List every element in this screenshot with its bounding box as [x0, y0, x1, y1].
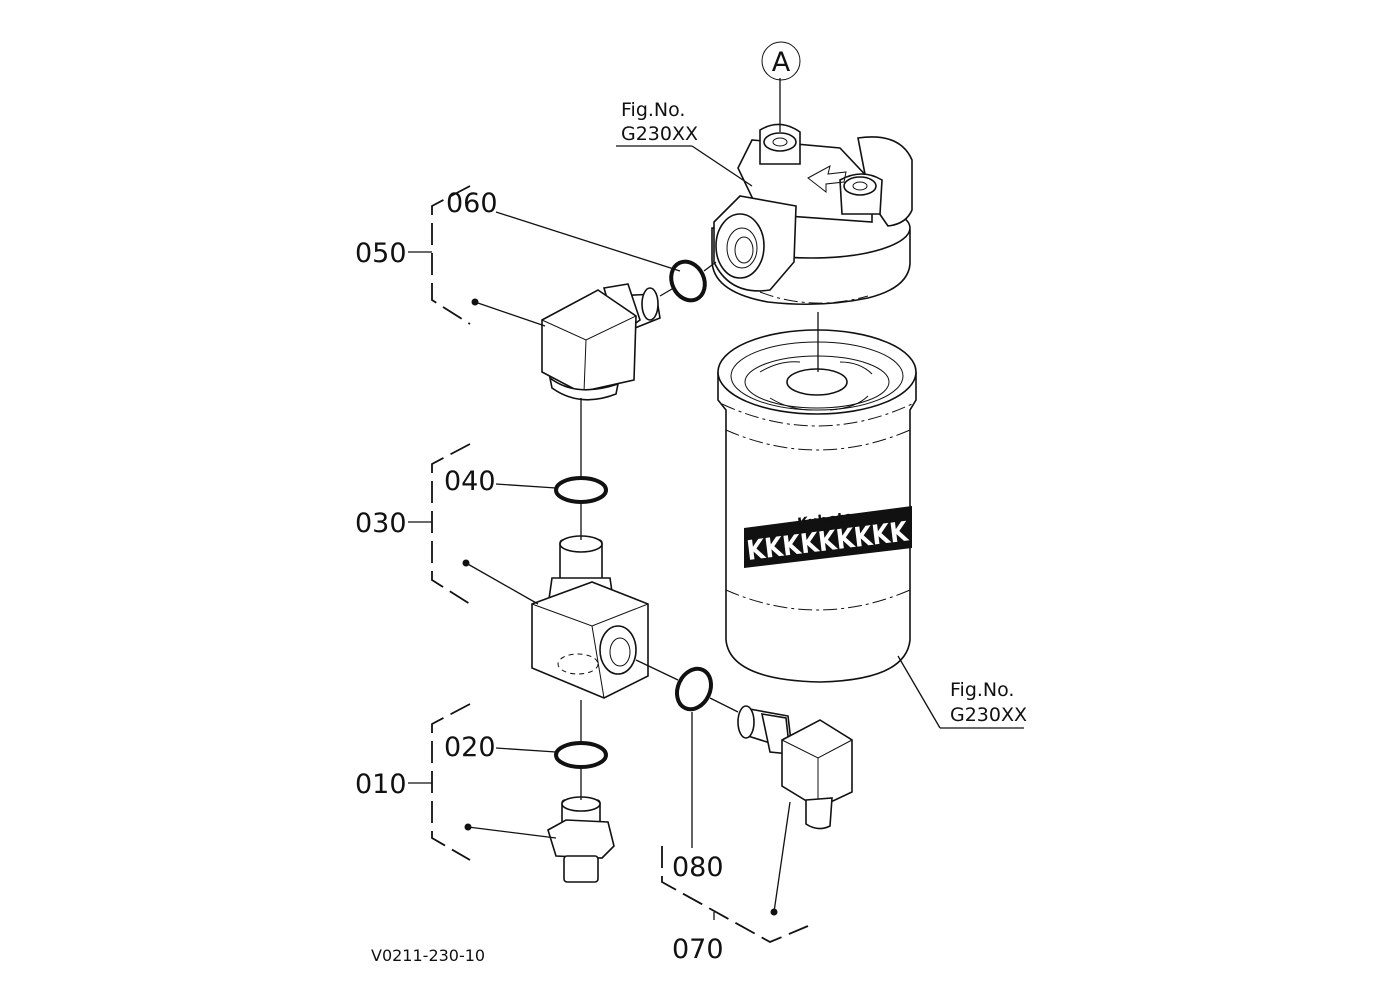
callout-a-circle — [761, 41, 801, 81]
part-label-050: 050 — [355, 238, 407, 269]
o-ring-040 — [554, 476, 608, 504]
elbow-fitting-070 — [737, 705, 853, 830]
part-label-020: 020 — [444, 732, 496, 763]
filter-brand-label: Kubota — [797, 509, 855, 532]
figure-code: V0211-230-10 — [371, 946, 485, 965]
fig-ref-bottom-line1: Fig.No. — [950, 679, 1014, 701]
part-label-030: 030 — [355, 508, 407, 539]
callout-a-label: A — [772, 47, 791, 78]
part-label-080: 080 — [672, 852, 724, 883]
part-label-060: 060 — [446, 188, 498, 219]
o-ring-020 — [554, 741, 608, 769]
elbow-fitting-050 — [541, 283, 661, 401]
o-ring-080 — [674, 666, 714, 712]
bracket-070 — [661, 846, 809, 943]
o-ring-060 — [669, 259, 707, 303]
bracket-010 — [431, 703, 471, 861]
fig-ref-top-line2: G230XX — [621, 123, 698, 145]
tee-fitting-030 — [531, 535, 649, 699]
nipple-fitting-010 — [547, 796, 615, 883]
part-label-010: 010 — [355, 769, 407, 800]
filter-cartridge: Kubota KKKKKKKKK — [717, 329, 917, 683]
filter-head — [711, 123, 913, 306]
fig-ref-top-line1: Fig.No. — [621, 99, 685, 121]
part-label-070: 070 — [672, 934, 724, 965]
part-label-040: 040 — [444, 466, 496, 497]
bracket-050 — [431, 185, 471, 325]
fig-ref-bottom-line2: G230XX — [950, 704, 1027, 726]
